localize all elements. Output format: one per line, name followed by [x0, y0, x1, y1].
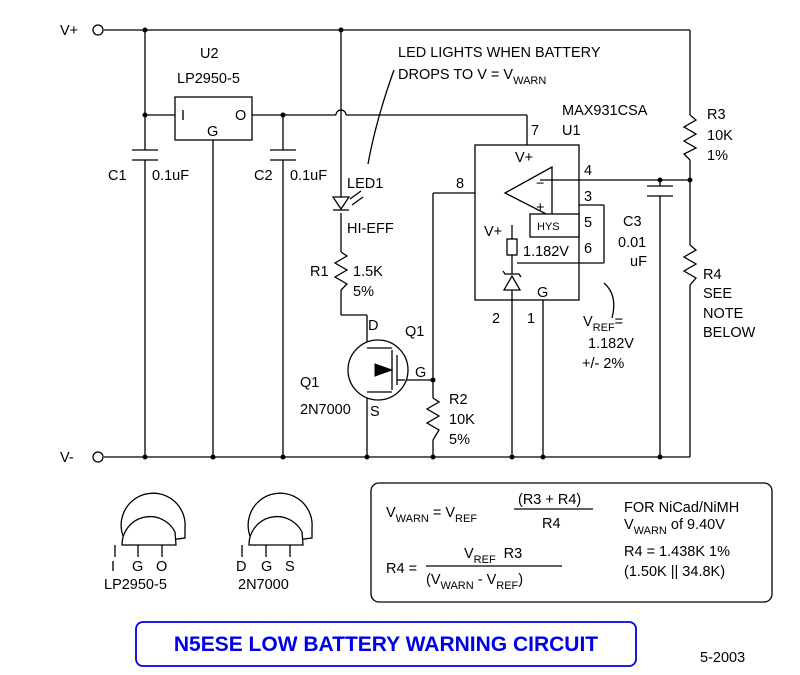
r3-ref: R3 [707, 107, 726, 123]
formula-note2: VWARN of 9.40V [624, 517, 725, 537]
c1-ref: C1 [108, 168, 127, 184]
r2-resistor: R2 10K 5% [425, 392, 475, 448]
c1-capacitor: C1 0.1uF [108, 149, 189, 184]
circuit-title: N5ESE LOW BATTERY WARNING CIRCUIT [174, 633, 598, 656]
u2-regulator: U2 LP2950-5 I G O [174, 46, 253, 141]
q1-mosfet: D Q1 G S Q1 2N7000 [300, 318, 426, 420]
u1-gnd: G [537, 285, 548, 301]
r4-note3: BELOW [703, 325, 756, 341]
led-note-line1: LED LIGHTS WHEN BATTERY [398, 45, 601, 61]
u2-part: LP2950-5 [177, 71, 240, 87]
u1-pin4: 4 [584, 163, 592, 179]
r2-tol: 5% [449, 432, 470, 448]
u1-pin1: 1 [527, 311, 535, 327]
led-note-line2: DROPS TO V = VWARN [398, 67, 546, 87]
vminus-label: V- [60, 450, 74, 466]
eq1-lhs: VWARN= VREF [386, 505, 477, 525]
r1-resistor: R1 1.5K 5% [310, 251, 383, 300]
u1-pin2: 2 [492, 311, 500, 327]
u1-pin3: 3 [584, 189, 592, 205]
formula-note3: R4 = 1.438K 1% [624, 544, 730, 560]
u2-pin-in: I [181, 108, 185, 124]
u1-vplus-ref: V+ [484, 224, 502, 240]
vref-note: VREF= 1.182V +/- 2% [582, 314, 634, 372]
q1-ref-left: Q1 [300, 375, 319, 391]
led1-ref: LED1 [347, 176, 383, 192]
2n7000-pin-s: S [285, 559, 295, 575]
c3-capacitor: C3 0.01 uF [618, 185, 673, 270]
r2-ref: R2 [449, 392, 468, 408]
vminus-terminal [92, 451, 104, 463]
q1-part: 2N7000 [300, 402, 351, 418]
u1-pin7: 7 [531, 123, 539, 139]
u1-ref-voltage: 1.182V [523, 244, 569, 260]
q1-pin-g: G [415, 365, 426, 381]
formula-note1: FOR NiCad/NiMH [624, 500, 739, 516]
r1-ref: R1 [310, 264, 329, 280]
vref-note-line3: +/- 2% [582, 356, 624, 372]
u1-part: MAX931CSA [562, 103, 648, 119]
package-lp2950: I G O LP2950-5 [104, 492, 186, 593]
junctions [142, 27, 693, 460]
package-2n7000: D G S 2N7000 [236, 492, 313, 593]
u1-vplus-top: V+ [515, 150, 533, 166]
r3-tol: 1% [707, 148, 728, 164]
lp2950-pin-o: O [156, 559, 167, 575]
r4-resistor: R4 SEE NOTE BELOW [682, 244, 756, 341]
r4-note1: SEE [703, 286, 732, 302]
lp2950-name: LP2950-5 [104, 577, 167, 593]
2n7000-name: 2N7000 [238, 577, 289, 593]
u1-comparator: MAX931CSA U1 7 8 4 3 5 6 2 1 V+ − + HYS … [456, 103, 648, 327]
u2-pin-out: O [235, 108, 246, 124]
r2-value: 10K [449, 412, 475, 428]
u1-pin5: 5 [584, 215, 592, 231]
vplus-label: V+ [60, 23, 78, 39]
c1-value: 0.1uF [152, 168, 189, 184]
eq2-lhs: R4 = [386, 561, 417, 577]
vref-note-line2: 1.182V [588, 336, 634, 352]
eq1-denominator: R4 [542, 516, 561, 532]
c3-value2: uF [630, 254, 647, 270]
led1-value: HI-EFF [347, 221, 394, 237]
c2-capacitor: C2 0.1uF [254, 149, 327, 184]
led1: LED1 HI-EFF [331, 176, 394, 237]
vref-note-line1: VREF= [583, 314, 623, 334]
u1-ref: U1 [562, 123, 581, 139]
2n7000-pin-d: D [236, 559, 246, 575]
2n7000-pin-g: G [261, 559, 272, 575]
vplus-terminal [92, 24, 104, 36]
date-label: 5-2003 [700, 650, 745, 666]
c3-ref: C3 [623, 214, 642, 230]
u2-ref: U2 [200, 46, 219, 62]
c2-value: 0.1uF [290, 168, 327, 184]
eq1-numerator: (R3 + R4) [518, 492, 581, 508]
u1-plus: + [536, 200, 544, 216]
led-note: LED LIGHTS WHEN BATTERY DROPS TO V = VWA… [367, 45, 601, 165]
wires [104, 29, 691, 458]
u1-pin6: 6 [584, 241, 592, 257]
title-box: N5ESE LOW BATTERY WARNING CIRCUIT [135, 621, 637, 667]
r4-note2: NOTE [703, 306, 744, 322]
r1-value: 1.5K [353, 264, 383, 280]
r3-value: 10K [707, 128, 733, 144]
q1-pin-s: S [370, 404, 380, 420]
lp2950-pin-g: G [132, 559, 143, 575]
r3-resistor: R3 10K 1% [682, 107, 733, 164]
r4-ref: R4 [703, 267, 722, 283]
c3-value1: 0.01 [618, 235, 646, 251]
u2-pin-gnd: G [207, 124, 218, 140]
u1-minus: − [536, 176, 544, 192]
u1-hys: HYS [537, 221, 560, 233]
eq2-denominator: (VWARN - VREF) [426, 572, 523, 592]
q1-pin-d: D [368, 318, 378, 334]
c2-ref: C2 [254, 168, 273, 184]
lp2950-pin-i: I [111, 559, 115, 575]
formula-note4: (1.50K || 34.8K) [624, 564, 725, 580]
q1-ref-right: Q1 [405, 324, 424, 340]
r1-tol: 5% [353, 284, 374, 300]
u1-pin8: 8 [456, 176, 464, 192]
